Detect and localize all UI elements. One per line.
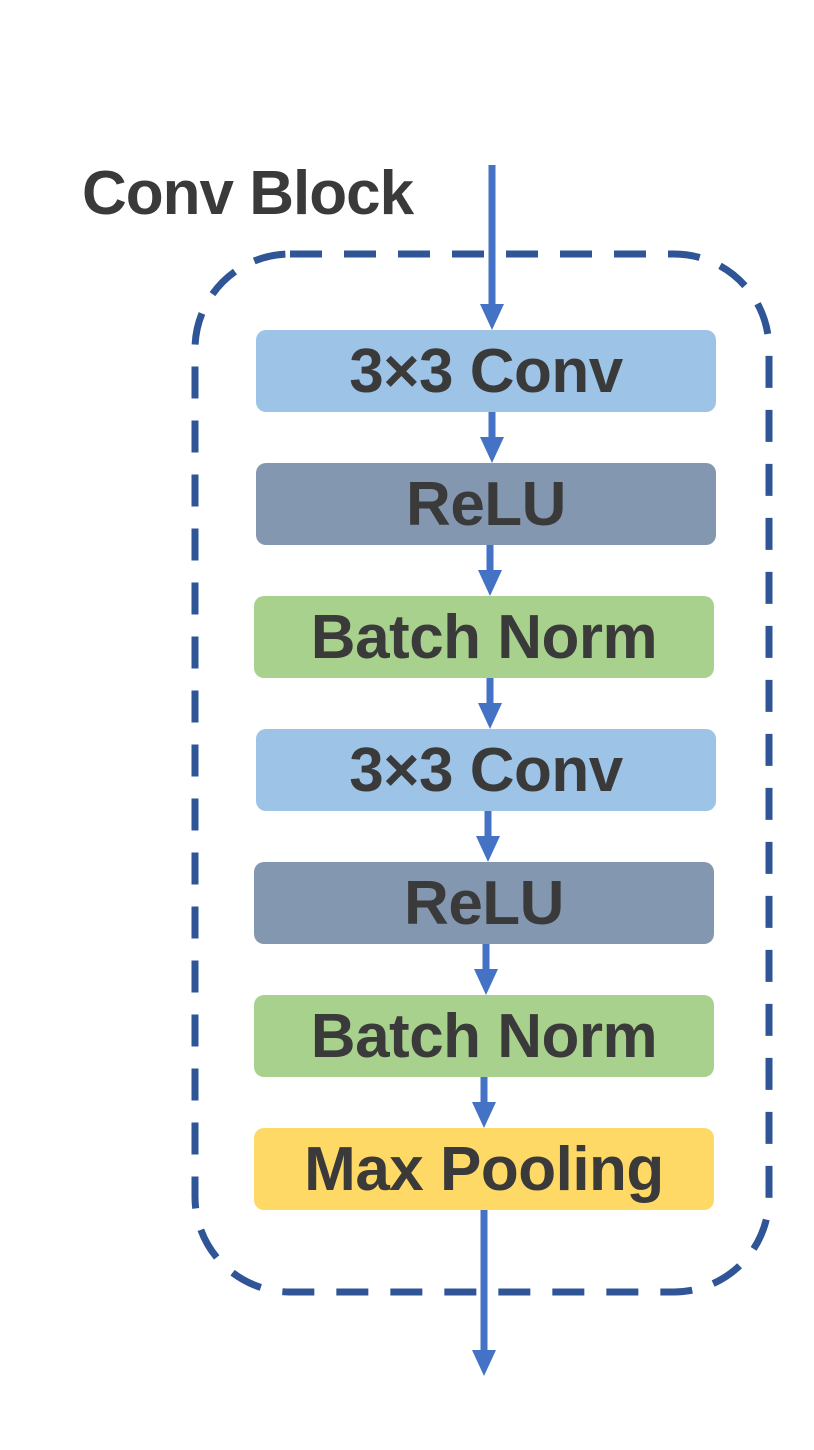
arrow-head-6: [474, 969, 498, 995]
arrow-head-1: [480, 304, 504, 330]
layer-batch-norm-1: Batch Norm: [254, 596, 714, 678]
layer-relu-1: ReLU: [256, 463, 716, 545]
layer-conv-2: 3×3 Conv: [256, 729, 716, 811]
arrow-head-8: [472, 1350, 496, 1376]
layer-relu-2: ReLU: [254, 862, 714, 944]
layer-max-pooling: Max Pooling: [254, 1128, 714, 1210]
flow-arrows: [472, 165, 504, 1376]
layer-conv-1: 3×3 Conv: [256, 330, 716, 412]
arrow-head-7: [472, 1102, 496, 1128]
layer-batch-norm-2: Batch Norm: [254, 995, 714, 1077]
arrow-head-3: [478, 570, 502, 596]
arrow-head-2: [480, 437, 504, 463]
block-title: Conv Block: [82, 159, 414, 228]
arrow-head-4: [478, 703, 502, 729]
conv-block-border: [191, 250, 773, 1296]
arrow-head-5: [476, 836, 500, 862]
